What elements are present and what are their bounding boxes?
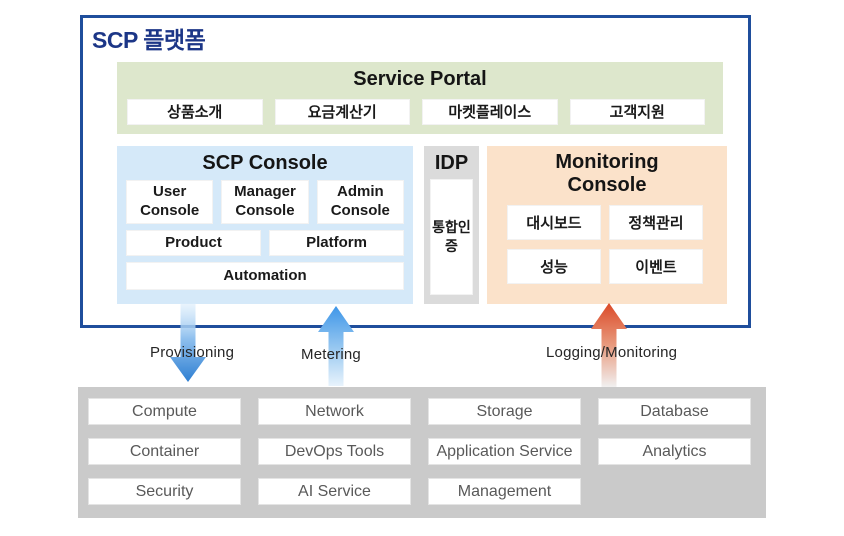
infra-item-security: Security: [88, 478, 241, 505]
monitoring-console-items: 대시보드 정책관리 성능 이벤트: [487, 197, 727, 284]
policy-management-cell: 정책관리: [609, 205, 703, 240]
infra-item-management: Management: [428, 478, 581, 505]
scp-console-section: SCP Console User Console Manager Console…: [117, 146, 413, 304]
idp-title: IDP: [434, 152, 469, 174]
monitoring-console-section: Monitoring Console 대시보드 정책관리 성능 이벤트: [487, 146, 727, 304]
idp-section: IDP 통합인증: [424, 146, 479, 304]
user-console-cell: User Console: [126, 180, 214, 224]
logging-monitoring-label: Logging/Monitoring: [546, 344, 678, 361]
scp-console-top-row: User Console Manager Console Admin Conso…: [117, 174, 413, 224]
infrastructure-grid: Compute Network Storage Database Contain…: [78, 387, 766, 505]
provisioning-label: Provisioning: [150, 344, 235, 361]
platform-cell: Platform: [269, 230, 404, 256]
provisioning-down-arrow-icon: [170, 303, 206, 382]
product-cell: Product: [126, 230, 261, 256]
monitoring-console-title: Monitoring Console: [555, 151, 659, 196]
platform-title: SCP 플랫폼: [92, 27, 206, 53]
service-portal-section: Service Portal 상품소개 요금계산기 마켓플레이스 고객지원: [117, 62, 723, 134]
scp-console-bottom-row: Automation: [117, 256, 413, 290]
service-portal-title: Service Portal: [353, 68, 487, 90]
event-cell: 이벤트: [609, 249, 703, 284]
service-portal-item-product-intro: 상품소개: [127, 99, 263, 125]
scp-console-mid-row: Product Platform: [117, 224, 413, 256]
infra-item-devops-tools: DevOps Tools: [258, 438, 411, 465]
infra-item-storage: Storage: [428, 398, 581, 425]
scp-console-title: SCP Console: [202, 152, 328, 174]
performance-cell: 성능: [507, 249, 601, 284]
metering-up-arrow-icon: [318, 306, 354, 386]
metering-label: Metering: [301, 346, 361, 363]
infra-item-database: Database: [598, 398, 751, 425]
infra-item-container: Container: [88, 438, 241, 465]
service-portal-item-customer-support: 고객지원: [569, 99, 705, 125]
automation-cell: Automation: [126, 262, 404, 290]
infrastructure-band: Compute Network Storage Database Contain…: [78, 387, 766, 518]
dashboard-cell: 대시보드: [507, 205, 601, 240]
logging-monitoring-up-arrow-icon: [591, 303, 627, 387]
infra-item-ai-service: AI Service: [258, 478, 411, 505]
infra-item-analytics: Analytics: [598, 438, 751, 465]
service-portal-item-marketplace: 마켓플레이스: [422, 99, 558, 125]
admin-console-cell: Admin Console: [316, 180, 404, 224]
infra-item-application-service: Application Service: [428, 438, 581, 465]
service-portal-items: 상품소개 요금계산기 마켓플레이스 고객지원: [117, 90, 723, 125]
unified-auth-cell: 통합인증: [430, 179, 473, 295]
service-portal-item-pricing-calculator: 요금계산기: [274, 99, 410, 125]
infra-item-network: Network: [258, 398, 411, 425]
manager-console-cell: Manager Console: [221, 180, 309, 224]
infra-item-compute: Compute: [88, 398, 241, 425]
scp-platform-box: SCP 플랫폼 Service Portal 상품소개 요금계산기 마켓플레이스…: [80, 15, 751, 328]
